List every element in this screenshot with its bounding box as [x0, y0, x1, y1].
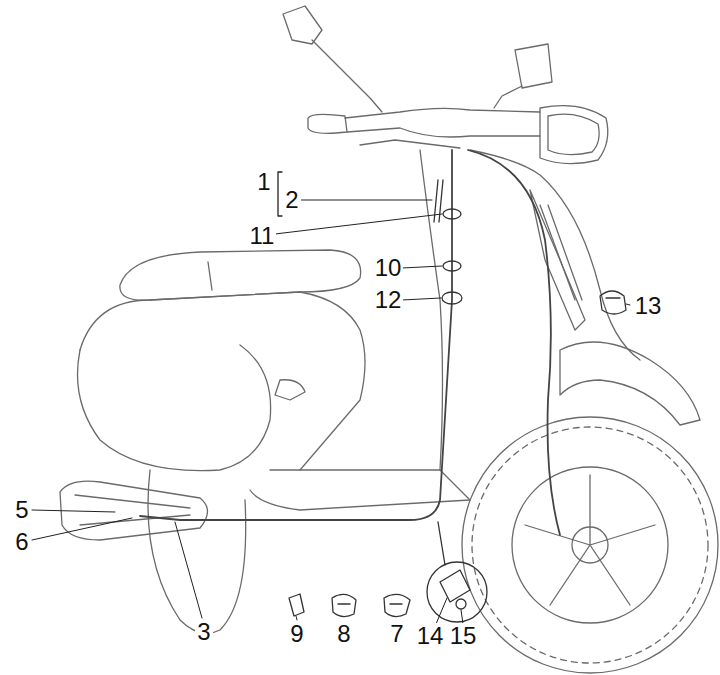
horn-grille — [530, 190, 585, 330]
front-hub — [572, 527, 608, 563]
front-brake-cable — [468, 150, 560, 535]
leader-line — [436, 598, 447, 624]
front-rim — [512, 467, 668, 623]
front-fender — [560, 342, 700, 425]
inset-pointer — [438, 522, 445, 565]
rear-brake-cable — [140, 150, 452, 520]
group-bracket — [278, 172, 282, 216]
muffler-detail — [75, 495, 190, 525]
part-12 — [442, 292, 462, 304]
leader-line — [296, 616, 297, 620]
seat — [120, 250, 361, 300]
seat-seam — [208, 262, 212, 290]
mirror-stem — [312, 40, 382, 112]
leader-line — [300, 200, 432, 201]
callout-number: 11 — [248, 223, 277, 249]
part-2 — [434, 180, 443, 222]
floorboard — [250, 470, 470, 510]
callout-number: 12 — [373, 287, 404, 313]
front-tyre — [462, 417, 718, 673]
leader-line — [402, 298, 441, 300]
mirror — [283, 6, 322, 44]
part-13 — [600, 291, 626, 314]
grip — [308, 114, 347, 133]
handlebar — [345, 108, 540, 118]
callout-number: 3 — [195, 619, 212, 645]
callout-number: 15 — [448, 623, 479, 649]
part-11 — [443, 209, 461, 219]
callout-number: 1 — [255, 169, 272, 195]
part-9 — [289, 594, 304, 616]
callout-number: 6 — [13, 529, 30, 555]
callout-number: 13 — [633, 293, 664, 319]
callout-number: 2 — [283, 187, 300, 213]
callout-number: 9 — [288, 621, 305, 647]
part-15 — [456, 599, 466, 609]
leader-line — [175, 522, 202, 618]
part-8 — [332, 594, 356, 616]
handlebar-cover — [360, 140, 460, 148]
side-panel — [78, 345, 271, 471]
callout-number: 7 — [388, 621, 405, 647]
rear-tyre — [148, 470, 246, 633]
leader-line — [626, 304, 630, 305]
mirror-stem — [494, 86, 522, 108]
leader-line — [32, 510, 115, 512]
tyre-tread — [472, 427, 708, 663]
callout-number: 14 — [415, 623, 446, 649]
rim-spokes — [525, 475, 655, 605]
inset-circle — [427, 562, 487, 622]
side-handle — [275, 380, 305, 400]
callout-number: 8 — [335, 621, 352, 647]
part-10 — [443, 261, 461, 271]
leader-line — [275, 214, 442, 234]
handlebar — [347, 128, 540, 137]
headlight — [540, 106, 608, 164]
leader-line — [461, 610, 463, 624]
part-14 — [440, 570, 470, 602]
part-7 — [384, 594, 410, 616]
leader-line — [32, 518, 132, 540]
muffler — [60, 481, 208, 540]
callout-number: 5 — [13, 497, 30, 523]
leader-line — [402, 266, 442, 268]
legshield — [420, 150, 443, 470]
rear-body — [80, 292, 365, 470]
callout-number: 10 — [373, 255, 404, 281]
legshield — [470, 150, 640, 360]
mirror — [515, 44, 552, 88]
headlight-lens — [548, 114, 599, 154]
